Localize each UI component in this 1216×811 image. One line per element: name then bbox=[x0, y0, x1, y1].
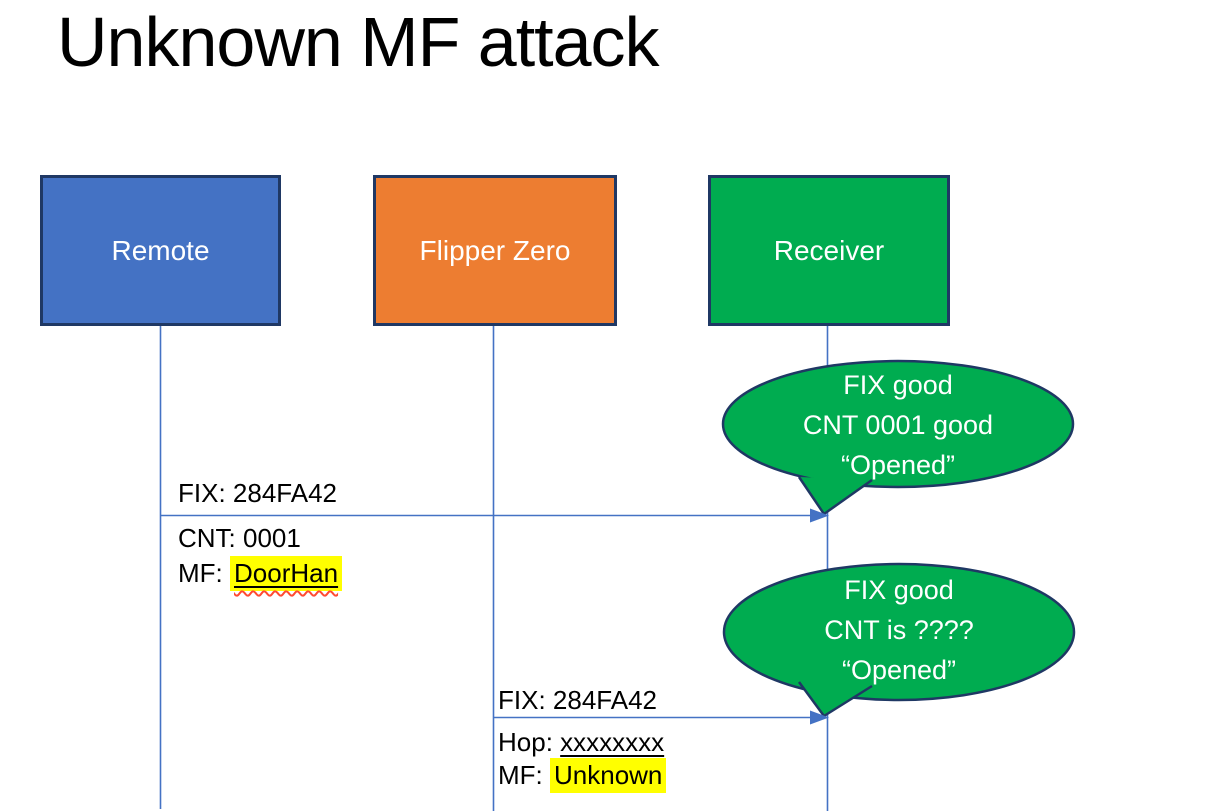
actor-label-remote: Remote bbox=[111, 234, 210, 266]
speech-bubble-1-text: FIX good CNT 0001 good “Opened” bbox=[723, 365, 1073, 485]
message-2-mf-value: Unknown bbox=[550, 758, 667, 793]
message-1-mf-value: DoorHan bbox=[234, 558, 339, 588]
message-2-fix-label: FIX: 284FA42 bbox=[498, 685, 657, 715]
bubble-2-line-1: FIX good bbox=[844, 575, 954, 605]
message-1-mf-prefix: MF: bbox=[178, 558, 230, 588]
message-2-hop-label: Hop: xxxxxxxx bbox=[498, 727, 664, 758]
message-2-hop-prefix: Hop: bbox=[498, 727, 561, 757]
message-2-mf-prefix: MF: bbox=[498, 760, 550, 790]
bubble-1-line-3: “Opened” bbox=[840, 450, 956, 480]
actor-box-flipper-zero: Flipper Zero bbox=[373, 175, 617, 326]
bubble-2-line-3: “Opened” bbox=[841, 655, 957, 685]
bubble-1-line-1: FIX good bbox=[843, 370, 953, 400]
message-1-mf-highlight: DoorHan bbox=[230, 556, 343, 591]
speech-bubble-2-shape bbox=[722, 562, 1076, 718]
message-arrow-1 bbox=[161, 508, 829, 523]
message-2-mf-label: MF: Unknown bbox=[498, 758, 667, 793]
message-1-fix-label: FIX: 284FA42 bbox=[178, 478, 337, 508]
message-arrow-2 bbox=[493, 710, 829, 725]
message-1-mf-label: MF: DoorHan bbox=[178, 556, 343, 591]
message-2-hop-value: xxxxxxxx bbox=[560, 727, 665, 757]
message-1-cnt-label: CNT: 0001 bbox=[178, 523, 301, 553]
bubble-1-line-2: CNT 0001 good bbox=[802, 410, 994, 440]
actor-label-receiver: Receiver bbox=[773, 234, 885, 266]
actor-label-flipper-zero: Flipper Zero bbox=[419, 234, 571, 266]
speech-bubble-1-shape bbox=[721, 359, 1075, 516]
actor-box-receiver: Receiver bbox=[708, 175, 950, 326]
speech-bubble-2-text: FIX good CNT is ???? “Opened” bbox=[724, 570, 1074, 690]
actor-box-remote: Remote bbox=[40, 175, 281, 326]
page-title: Unknown MF attack bbox=[57, 3, 660, 81]
bubble-2-line-2: CNT is ???? bbox=[824, 615, 974, 645]
